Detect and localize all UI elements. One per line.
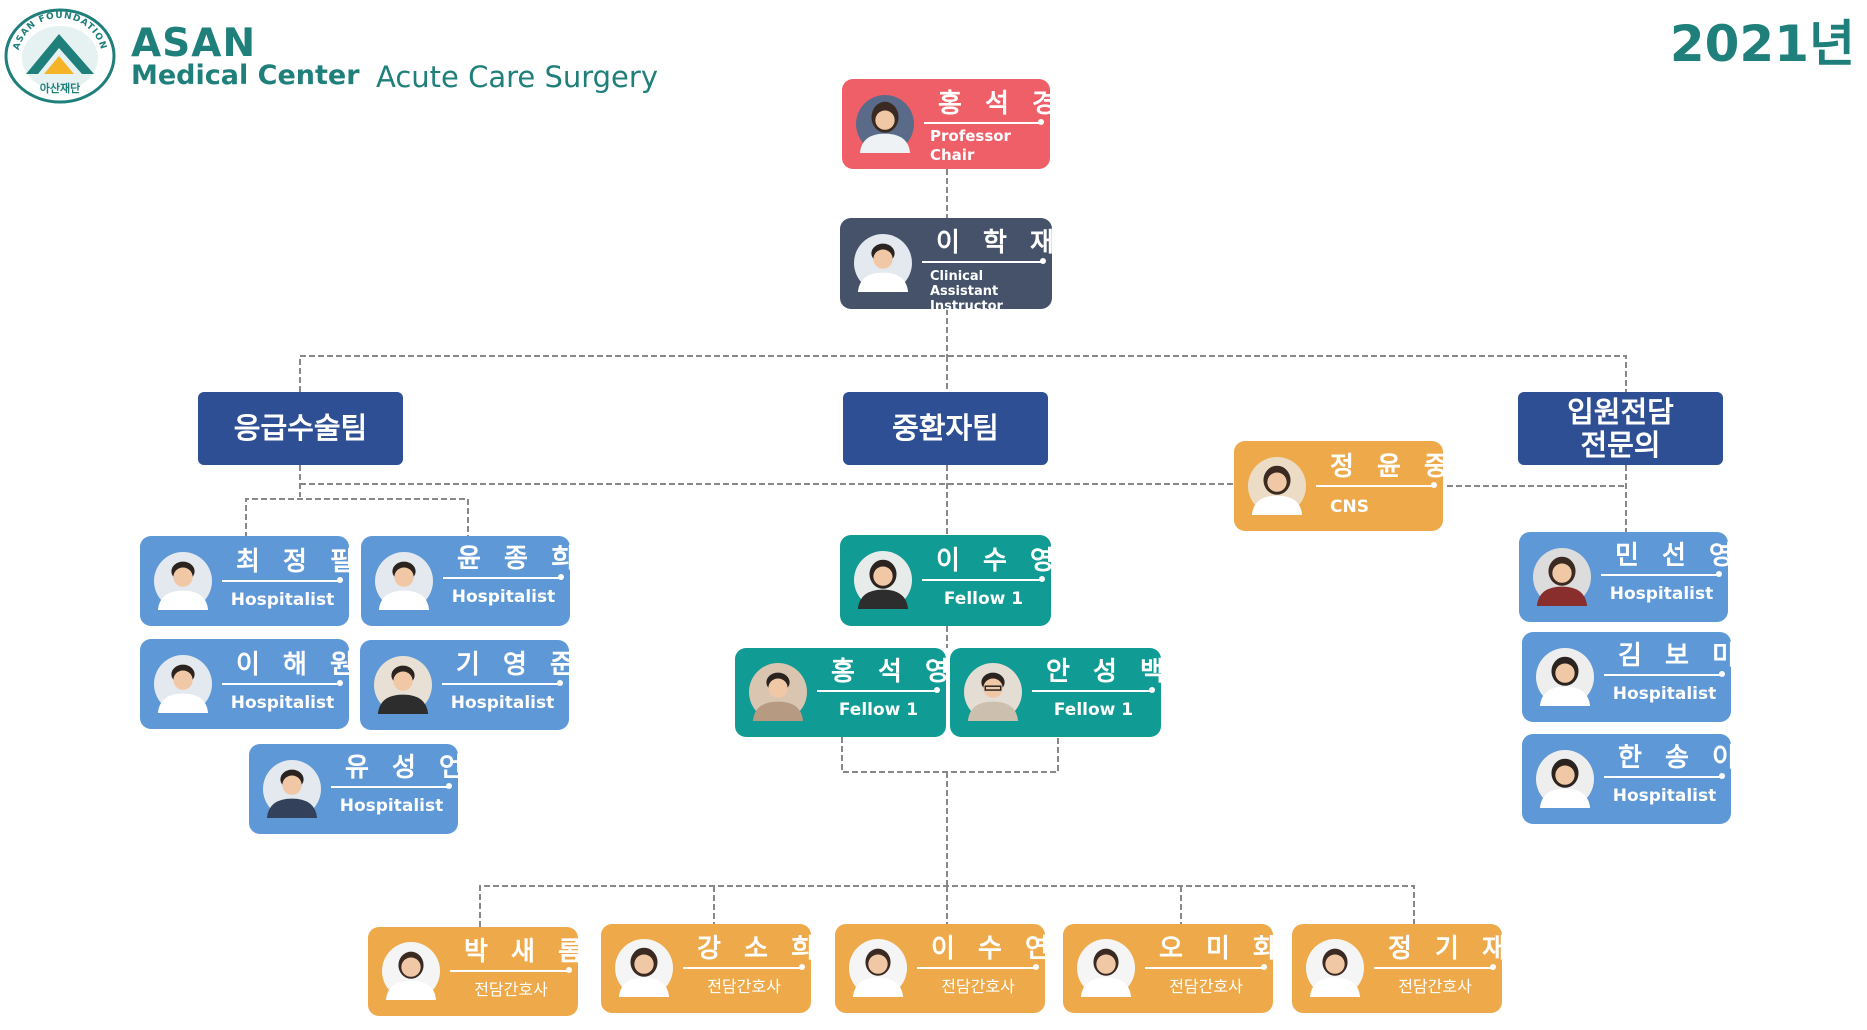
connector-nurse-bus [479,885,1415,927]
icu-fellow-card: 홍 석 영 Fellow 1 [735,648,956,737]
inpatient-member-card: 김 보 미 Hospitalist [1522,632,1743,722]
inpatient-member-card: 한 송 이 Hospitalist [1522,734,1743,824]
person-avatar [263,760,321,818]
member-role: Hospitalist [1609,584,1714,604]
person-avatar [154,655,212,713]
person-avatar [1306,939,1364,997]
member-role: Hospitalist [451,587,556,607]
nurse-role: 전담간호사 [474,980,548,999]
fellow-name: 홍 석 영 [831,657,956,687]
instructor-role: Clinical Assistant Instructor [930,269,1003,314]
cns-role: CNS [1330,497,1369,517]
member-role: Hospitalist [230,693,335,713]
chair-role: Professor Chair [930,127,1011,164]
instructor-card: 이 학 재 Clinical Assistant Instructor [840,218,1061,314]
emergency-member-card: 기 영 준 Hospitalist [360,640,581,730]
icu-fellow-card: 이 수 영 Fellow 1 [840,535,1061,626]
member-name: 민 선 영 [1615,541,1740,571]
chair-name: 홍 석 경 [938,89,1063,119]
fellow-name: 이 수 영 [936,546,1061,576]
nurse-card: 정 기 재 전담간호사 [1292,924,1513,1013]
instructor-name: 이 학 재 [936,228,1061,258]
nurse-card: 박 새 롬 전담간호사 [368,927,589,1016]
emergency-member-card: 이 해 원 Hospitalist [140,639,361,729]
cns-name: 정 윤 중 [1330,452,1455,482]
nurse-name: 정 기 재 [1388,934,1513,964]
logo-foundation-text: 아산재단 [40,81,80,95]
connector-fellow-pair [841,737,1059,773]
team-emergency-surgery: 응급수술팀 [198,392,403,465]
connector-emergency-branch [245,498,469,538]
connector-team-bus [299,355,1627,392]
person-avatar [749,663,807,721]
brand-name-asan: ASAN [131,21,257,66]
person-avatar [964,663,1022,721]
person-avatar [1077,939,1135,997]
member-role: Hospitalist [339,796,444,816]
nurse-role: 전담간호사 [1169,977,1243,996]
team-inpatient: 입원전담 전문의 [1518,392,1723,465]
person-avatar [1536,648,1594,706]
nurse-role: 전담간호사 [941,977,1015,996]
member-name: 윤 종 희 [457,544,582,574]
member-name: 한 송 이 [1618,743,1743,773]
nurse-role: 전담간호사 [707,977,781,996]
member-name: 기 영 준 [456,650,581,680]
emergency-member-card: 최 정 필 Hospitalist [140,536,361,626]
nurse-name: 박 새 롬 [464,937,589,967]
nurse-card: 오 미 화 전담간호사 [1063,924,1284,1013]
brand-name-medical-center: Medical Center [131,60,360,91]
person-avatar [849,939,907,997]
person-avatar [382,942,440,1000]
year-label: 2021년 [1669,15,1855,73]
fellow-name: 안 성 백 [1046,657,1171,687]
nurse-name: 이 수 연 [931,934,1056,964]
asan-foundation-logo: ASAN FOUNDATION 아산재단 [4,8,116,104]
person-avatar [1536,750,1594,808]
member-name: 이 해 원 [236,650,361,680]
member-role: Hospitalist [450,693,555,713]
person-avatar [854,551,912,609]
brand-division: Acute Care Surgery [376,60,658,94]
emergency-member-card: 유 성 언 Hospitalist [249,744,470,834]
nurse-card: 이 수 연 전담간호사 [835,924,1056,1013]
person-avatar [374,656,432,714]
nurse-card: 강 소 희 전담간호사 [601,924,822,1013]
member-role: Hospitalist [1612,786,1717,806]
emergency-member-card: 윤 종 희 Hospitalist [361,536,582,626]
nurse-name: 강 소 희 [697,934,822,964]
team-icu: 중환자팀 [843,392,1048,465]
nurse-name: 오 미 화 [1159,934,1284,964]
person-avatar [375,552,433,610]
inpatient-member-card: 민 선 영 Hospitalist [1519,532,1740,622]
person-avatar [854,234,912,292]
member-name: 김 보 미 [1618,641,1743,671]
person-avatar [615,939,673,997]
person-avatar [856,95,914,153]
person-avatar [154,552,212,610]
member-name: 최 정 필 [236,547,361,577]
cns-card: 정 윤 중 CNS [1234,441,1455,531]
fellow-role: Fellow 1 [1053,700,1134,720]
member-role: Hospitalist [230,590,335,610]
fellow-role: Fellow 1 [943,589,1024,609]
member-name: 유 성 언 [345,753,470,783]
member-role: Hospitalist [1612,684,1717,704]
chair-card: 홍 석 경 Professor Chair [842,79,1063,169]
icu-fellow-card: 안 성 백 Fellow 1 [950,648,1171,737]
person-avatar [1533,548,1591,606]
nurse-role: 전담간호사 [1398,977,1472,996]
fellow-role: Fellow 1 [838,700,919,720]
person-avatar [1248,457,1306,515]
